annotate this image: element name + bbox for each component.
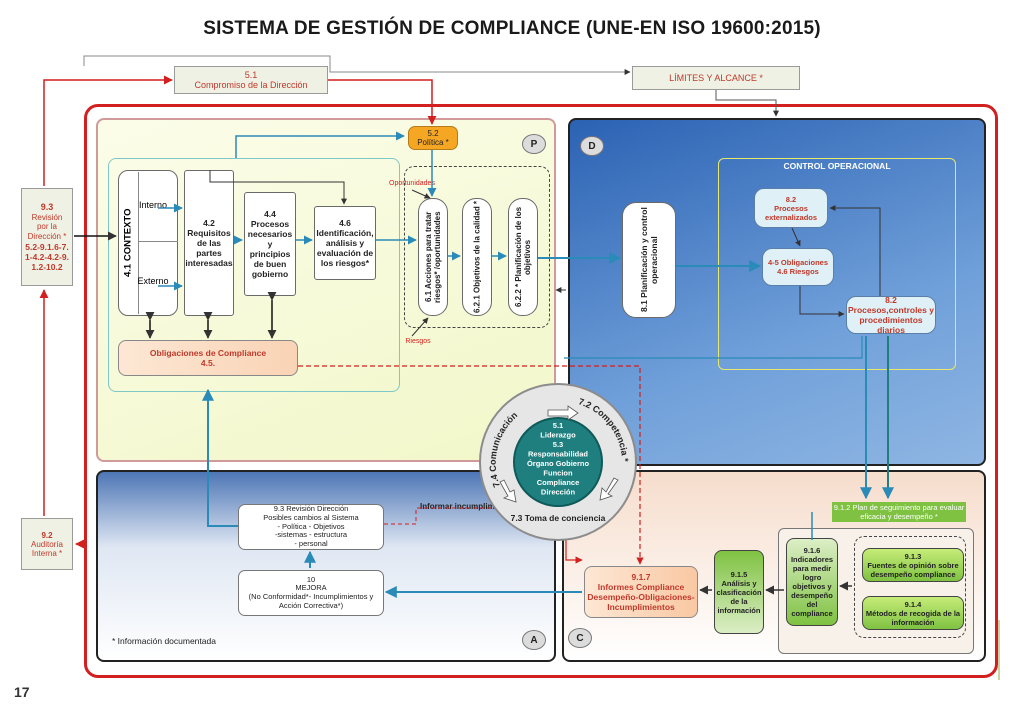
- review-line2: por la: [36, 222, 57, 232]
- planificacion-objetivos-label: 6.2.2 * Planificación de los objetivos: [514, 206, 532, 308]
- review-num: 9.3: [40, 201, 54, 212]
- fuentes-box[interactable]: 9.1.3 Fuentes de opinión sobre desempeño…: [862, 548, 964, 582]
- indicadores-num: 9.1.6: [803, 546, 821, 555]
- quadrant-a-label: A: [522, 630, 546, 650]
- planning-dashed-region: [404, 166, 550, 328]
- indicadores-box[interactable]: 9.1.6 Indicadores para medir logro objet…: [786, 538, 838, 626]
- page-title: SISTEMA DE GESTIÓN DE COMPLIANCE (UNE-EN…: [203, 18, 821, 39]
- acciones-box[interactable]: [418, 198, 448, 316]
- review-refs: 5.2-9.1.6-7.1-4.2-4.2-9.1.2-10.2: [25, 241, 69, 272]
- planificacion-control-label: 8.1 Planificación y control operacional: [639, 207, 659, 313]
- externalizados-num: 8.2: [785, 194, 797, 204]
- procesos-controles-label: Procesos,controles y procedimientos diar…: [848, 305, 934, 335]
- documentada-note: * Información documentada: [112, 636, 216, 646]
- procesos-label: Procesos necesarios y principios de buen…: [247, 219, 293, 279]
- interno-label: Interno: [138, 200, 168, 210]
- externo-label: Externo: [137, 276, 169, 286]
- externalizados-box[interactable]: 8.2 Procesos externalizados: [754, 188, 828, 228]
- obligaciones-riesgos-box[interactable]: 4-5 Obligaciones 4.6 Riesgos: [762, 248, 834, 286]
- obligaciones-label: Obligaciones de Compliance: [149, 348, 267, 358]
- fuentes-label: Fuentes de opinión sobre desempeño compl…: [867, 560, 959, 579]
- procesos-controles-num: 8.2: [885, 295, 897, 305]
- seguimiento-label: 9.1.2 Plan de seguimiento para evaluar e…: [832, 502, 966, 522]
- review-box[interactable]: 9.3 Revisión por la Dirección * 5.2-9.1.…: [21, 188, 73, 286]
- review-line1: Revisión: [31, 212, 63, 222]
- line-scope-top: [83, 55, 631, 75]
- quadrant-c-label: C: [568, 628, 592, 648]
- context-box[interactable]: [118, 170, 178, 316]
- procesos-controles-box[interactable]: 8.2 Procesos,controles y procedimientos …: [846, 295, 936, 335]
- audit-box[interactable]: 9.2 Auditoría Interna *: [21, 518, 73, 570]
- policy-num: 5.2: [427, 129, 439, 138]
- policy-box[interactable]: 5.2 Política *: [408, 126, 458, 150]
- act-quadrant: [96, 470, 556, 662]
- scope-label: LÍMITES Y ALCANCE *: [669, 73, 763, 83]
- objetivos-label: 6.2.1 Objetivos de la calidad *: [472, 200, 482, 314]
- audit-line1: Auditoría: [30, 539, 64, 549]
- control-operacional-title: CONTROL OPERACIONAL: [783, 161, 891, 171]
- commitment-label: Compromiso de la Dirección: [194, 80, 308, 90]
- scope-box[interactable]: LÍMITES Y ALCANCE *: [632, 66, 800, 90]
- policy-label: Política *: [417, 138, 449, 147]
- acciones-label: 6.1 Acciones para tratar riesgos* /oport…: [424, 211, 442, 303]
- identificacion-num: 4.6: [339, 218, 351, 228]
- audit-num: 9.2: [41, 530, 53, 540]
- externalizados-label: Procesos externalizados: [764, 203, 818, 222]
- indicadores-label: Indicadores para medir logro objetivos y…: [790, 555, 834, 618]
- obligaciones-riesgos-line2: 4.6 Riesgos: [777, 267, 819, 276]
- quadrant-p-label: P: [522, 134, 546, 154]
- analisis-label: Análisis y clasificación de la informaci…: [716, 578, 762, 615]
- mejora-line1: 10: [306, 574, 316, 584]
- audit-line2: Interna *: [31, 548, 63, 558]
- mejora-box[interactable]: 10 MEJORA (No Conformidad*- Incumplimien…: [238, 570, 384, 616]
- oportunidades-label: Oportunidades: [389, 180, 435, 187]
- identificacion-box[interactable]: 4.6 Identificación, análisis y evaluació…: [314, 206, 376, 280]
- obligaciones-riesgos-line1: 4-5 Obligaciones: [767, 258, 829, 267]
- fuentes-dashed-region: [854, 536, 966, 638]
- context-divider-v: [138, 172, 139, 314]
- informar-label: Informar incumplimientos: [420, 502, 519, 511]
- metodos-label: Métodos de recogida de la información: [865, 608, 961, 627]
- revision-line5: - personal: [294, 538, 328, 548]
- plan-inner-frame: [108, 158, 400, 392]
- riesgos-label: Riesgos: [405, 338, 431, 345]
- commitment-box[interactable]: 5.1 Compromiso de la Dirección: [174, 66, 328, 94]
- obligaciones-num: 4.5.: [200, 358, 216, 368]
- requisitos-label: Requisitos de las partes interesadas: [185, 228, 233, 268]
- informes-box[interactable]: 9.1.7 Informes Compliance Desempeño-Obli…: [584, 566, 698, 618]
- revision-direccion-box[interactable]: 9.3 Revisión Dirección Posibles cambios …: [238, 504, 384, 550]
- procesos-box[interactable]: 4.4 Procesos necesarios y principios de …: [244, 192, 296, 296]
- mejora-line4: Acción Correctiva*): [278, 600, 344, 610]
- page-number: 17: [14, 684, 30, 700]
- requisitos-num: 4.2: [203, 218, 215, 228]
- procesos-num: 4.4: [264, 209, 276, 219]
- context-label: 4.1 CONTEXTO: [122, 208, 134, 278]
- obligaciones-box[interactable]: Obligaciones de Compliance 4.5.: [118, 340, 298, 376]
- commitment-num: 5.1: [244, 70, 258, 80]
- control-operacional-frame: [718, 158, 956, 370]
- metodos-box[interactable]: 9.1.4 Métodos de recogida de la informac…: [862, 596, 964, 630]
- outer-frame: [84, 104, 998, 678]
- requisitos-box[interactable]: 4.2 Requisitos de las partes interesadas: [184, 170, 234, 316]
- planificacion-objetivos-box[interactable]: [508, 198, 538, 316]
- quadrant-d-label: D: [580, 136, 604, 156]
- context-divider: [138, 241, 178, 242]
- fuentes-num: 9.1.3: [904, 551, 922, 561]
- right-deco: [990, 620, 1000, 680]
- informes-num: 9.1.7: [631, 572, 651, 582]
- mejora-line2: MEJORA: [295, 583, 327, 593]
- mejora-line3: (No Conformidad*- Incumplimientos y: [248, 592, 374, 601]
- objetivos-box[interactable]: [462, 198, 492, 316]
- analisis-num: 9.1.5: [730, 569, 748, 579]
- analisis-box[interactable]: 9.1.5 Análisis y clasificación de la inf…: [714, 550, 764, 634]
- informes-label: Informes Compliance Desempeño-Obligacion…: [587, 582, 695, 612]
- planificacion-control-box[interactable]: [622, 202, 676, 318]
- identificacion-label: Identificación, análisis y evaluación de…: [316, 228, 374, 268]
- review-line3: Dirección *: [27, 231, 67, 241]
- metodos-num: 9.1.4: [904, 599, 922, 609]
